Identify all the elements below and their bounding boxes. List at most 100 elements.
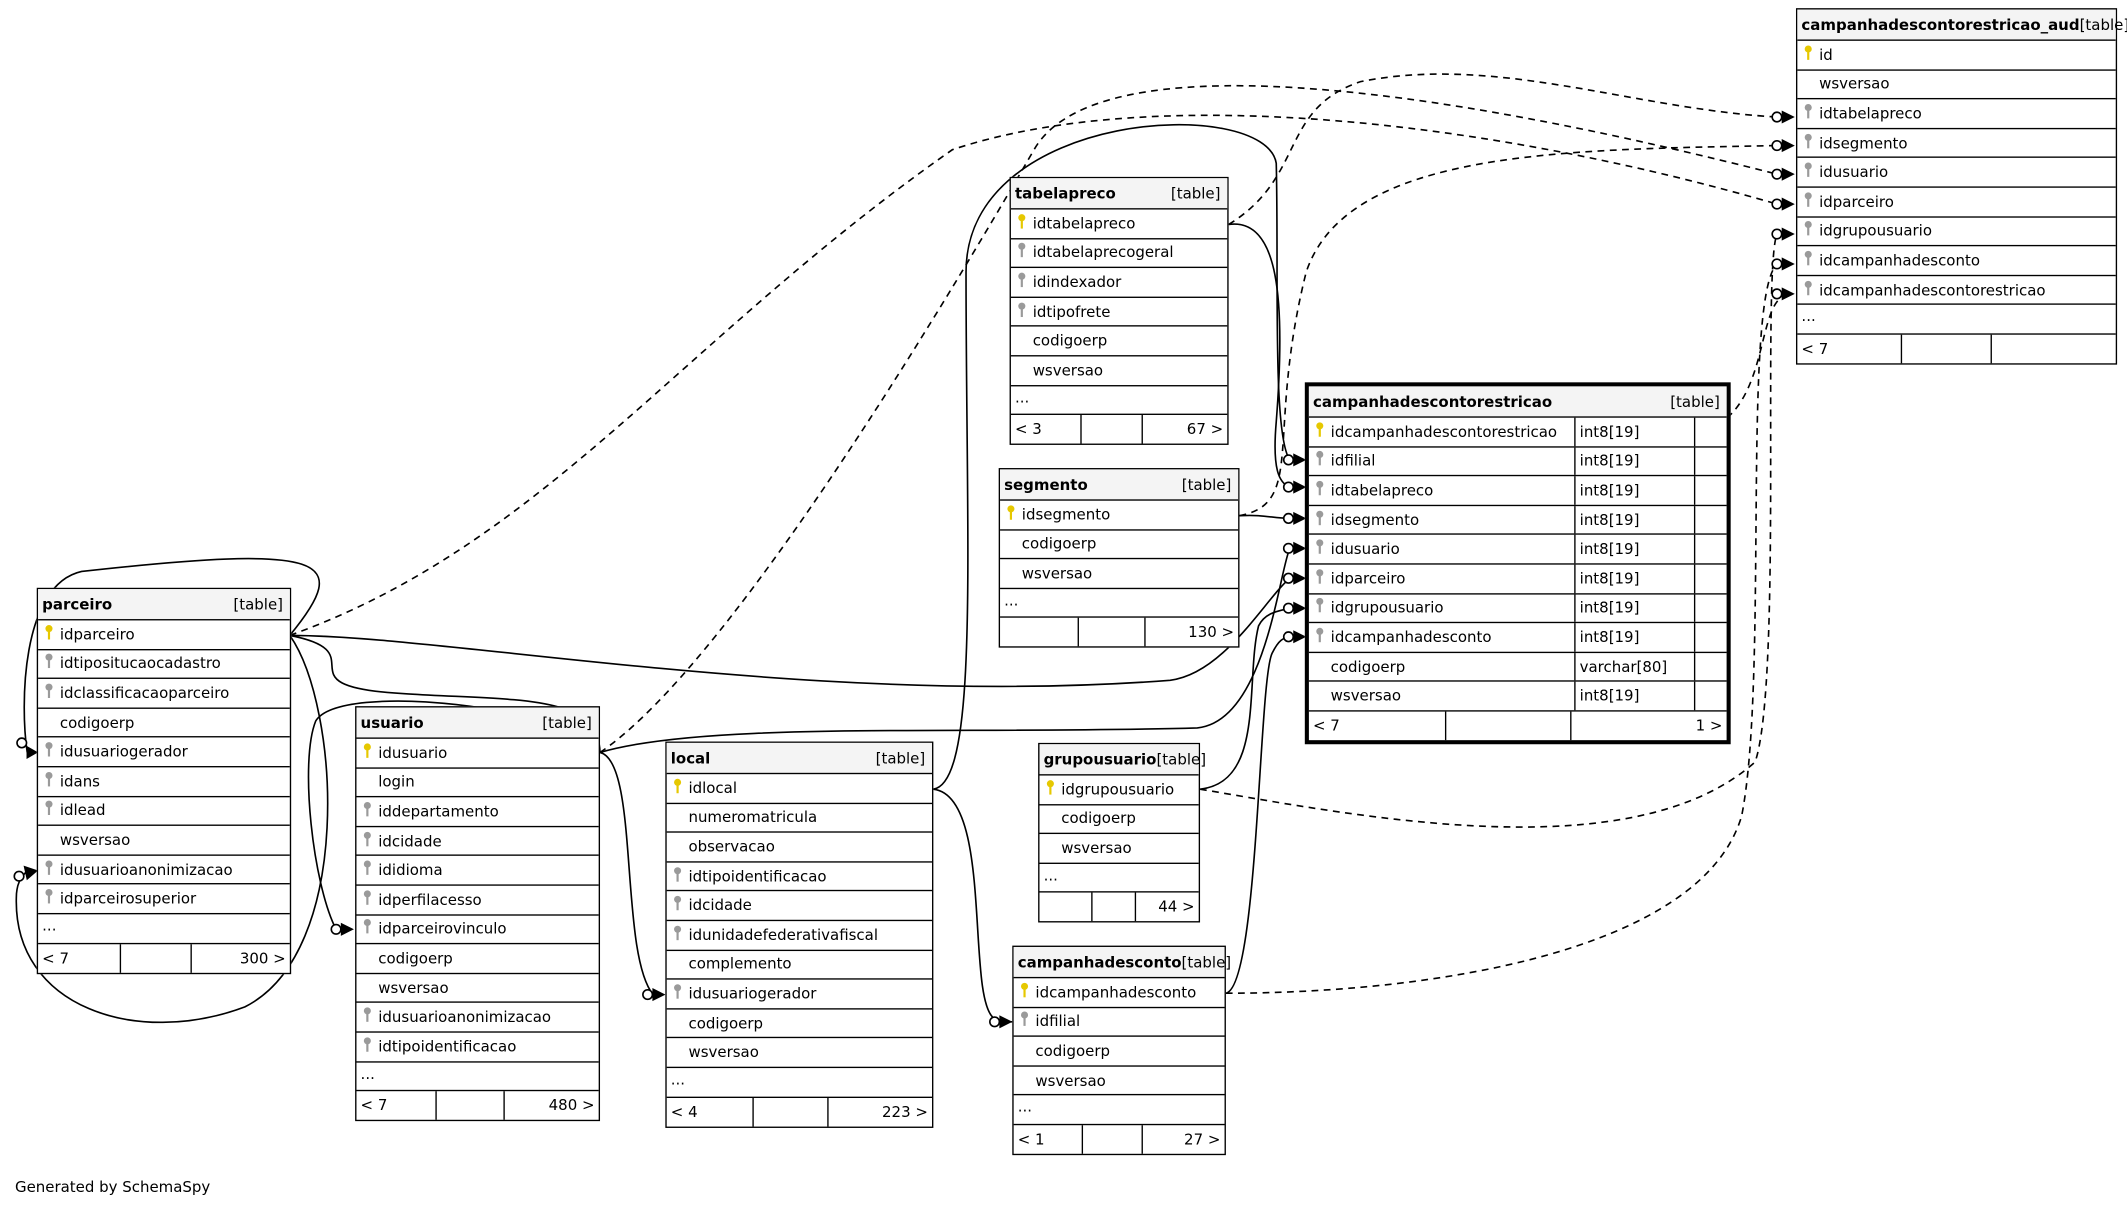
parents-count[interactable]: < 1 (1014, 1125, 1084, 1154)
column-row[interactable]: idtipoidentificacao (356, 1033, 599, 1062)
column-row[interactable]: idtipoidentificacao (666, 862, 933, 892)
column-row[interactable]: wsversao (1000, 559, 1239, 589)
column-row[interactable]: observacao (666, 833, 933, 863)
parents-count[interactable]: < 7 (356, 1091, 437, 1120)
column-row[interactable]: wsversao (1010, 356, 1228, 386)
column-row[interactable]: idparceiro (38, 620, 290, 650)
column-row[interactable]: idparceiro (1797, 188, 2116, 218)
column-row[interactable]: complemento (666, 950, 933, 980)
rows-count[interactable]: 130 > (1188, 623, 1235, 642)
column-row[interactable]: codigoerp (1010, 327, 1228, 357)
column-row[interactable]: login (356, 768, 599, 798)
column-row[interactable]: codigoerp (38, 709, 290, 738)
column-row[interactable]: idcampanhadescontorestricao (1797, 276, 2116, 306)
column-row[interactable]: numeromatricula (666, 804, 933, 833)
column-row[interactable]: idusuariogerador (666, 980, 933, 1010)
column-row[interactable]: idgrupousuario (1797, 217, 2116, 247)
column-row[interactable]: idsegmento (1000, 501, 1239, 531)
column-row[interactable]: idusuarioanonimizacao (38, 855, 290, 885)
column-row[interactable]: wsversao (666, 1039, 933, 1068)
column-row[interactable]: idusuario (1797, 158, 2116, 188)
column-row[interactable]: idtipofrete (1010, 298, 1228, 328)
parents-count[interactable]: < 3 (1011, 415, 1083, 444)
parents-count[interactable] (1000, 618, 1079, 647)
column-row[interactable]: idtabelaprecogeral (1010, 239, 1228, 269)
table-kind: [table] (233, 595, 284, 613)
column-row[interactable]: codigoerp (356, 944, 599, 974)
rows-count[interactable]: 300 > (239, 949, 286, 967)
parents-count[interactable]: < 4 (667, 1097, 755, 1126)
column-row[interactable]: codigoerp (1039, 805, 1199, 835)
column-row[interactable]: idunidadefederativafiscal (666, 921, 933, 951)
column-row[interactable]: iddepartamento (356, 798, 599, 827)
column-row[interactable]: idusuariogerador (38, 738, 290, 768)
primary-key-icon (1011, 213, 1033, 233)
column-row[interactable]: idparceirosuperior (38, 885, 290, 915)
column-row[interactable]: idcampanhadesconto (1013, 978, 1225, 1008)
table-campanhadescontorestricao[interactable]: campanhadescontorestricao [table] idcamp… (1304, 382, 1731, 745)
parents-count[interactable] (1039, 893, 1093, 922)
column-row[interactable]: idlocal (666, 774, 933, 804)
column-row[interactable]: wsversao (1039, 834, 1199, 864)
foreign-key-icon (38, 771, 60, 791)
column-row[interactable]: idindexador (1010, 268, 1228, 298)
column-row[interactable]: idans (38, 767, 290, 797)
column-row[interactable]: idsegmento (1797, 129, 2116, 159)
column-row[interactable]: idperfilacesso (356, 886, 599, 916)
column-row[interactable]: idfilial (1013, 1008, 1225, 1038)
column-row[interactable]: idusuario (356, 739, 599, 769)
parents-count[interactable]: < 7 (1309, 711, 1447, 741)
column-row[interactable]: idcidade (356, 827, 599, 857)
column-type: int8[19] (1574, 682, 1694, 711)
table-campanhadesconto[interactable]: campanhadesconto [table] idcampanhadesco… (1012, 945, 1231, 1156)
column-row[interactable]: idlead (38, 797, 290, 827)
primary-key-icon (1000, 505, 1022, 525)
column-row[interactable]: wsversao (1797, 70, 2116, 100)
column-row[interactable]: idtipositucaocadastro (38, 650, 290, 680)
rows-count[interactable]: 27 > (1184, 1130, 1221, 1149)
column-row[interactable]: idclassificacaoparceiro (38, 679, 290, 709)
rows-count[interactable]: 480 > (548, 1096, 595, 1115)
column-row[interactable]: idtabelapreco (1797, 100, 2116, 129)
footer-spacer (1083, 1125, 1143, 1154)
column-row[interactable]: idcampanhadesconto (1797, 246, 2116, 276)
rows-count[interactable]: 67 > (1186, 420, 1224, 439)
parents-count[interactable]: < 7 (1797, 334, 1903, 364)
column-row[interactable]: wsversao (1013, 1066, 1225, 1096)
column-row[interactable]: idusuarioanonimizacao (356, 1003, 599, 1033)
rows-count[interactable]: 44 > (1158, 898, 1195, 917)
rows-count[interactable]: 223 > (882, 1102, 928, 1121)
rows-count[interactable]: 1 > (1695, 716, 1723, 735)
rows-count[interactable] (1992, 335, 2116, 364)
column-row[interactable]: wsversao (38, 826, 290, 856)
column-row[interactable]: wsversao (356, 974, 599, 1004)
column-row[interactable]: id (1797, 41, 2116, 71)
column-row[interactable]: idgrupousuario (1039, 776, 1199, 805)
column-row[interactable]: codigoerp (1013, 1037, 1225, 1067)
column-row[interactable]: ididioma (356, 856, 599, 886)
column-row[interactable]: idtabelapreco (1010, 210, 1228, 239)
column-row[interactable]: idparceirovinculo (356, 915, 599, 945)
column-row[interactable]: idcidade (666, 892, 933, 922)
column-row[interactable]: codigoerp (1000, 530, 1239, 560)
table-footer: < 3 67 > (1011, 415, 1227, 444)
parents-count[interactable]: < 7 (38, 943, 122, 973)
table-campanhadescontorestricao-aud[interactable]: campanhadescontorestricao_aud [table] id… (1795, 8, 2127, 365)
column-row[interactable]: codigoerp (666, 1009, 933, 1039)
